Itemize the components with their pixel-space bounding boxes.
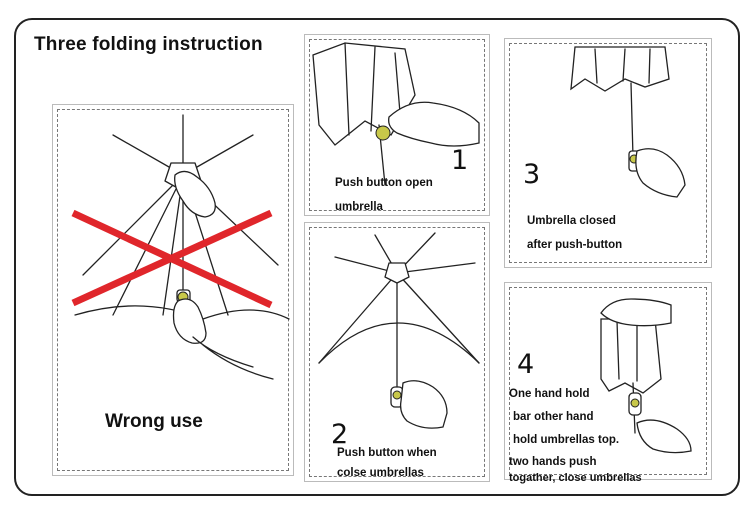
step-4-panel: 4 One hand hold bar other hand hold umbr… — [504, 282, 712, 484]
step-1-caption-line-1: Push button open — [335, 177, 433, 189]
step-3-number: 3 — [523, 159, 541, 190]
hand-icon — [635, 148, 686, 198]
hand-icon — [388, 101, 480, 147]
wrong-use-panel: Wrong use — [52, 104, 294, 476]
step-4-caption-line-5: togather, close umbrellas — [509, 472, 642, 484]
button-icon — [392, 390, 402, 400]
step-4-caption-line-3: hold umbrellas top. — [513, 434, 620, 446]
wrong-cross-icon — [71, 209, 273, 309]
page-title: Three folding instruction — [34, 34, 263, 55]
hand-icon — [172, 298, 207, 344]
step-4-caption-line-4: two hands push — [509, 456, 597, 468]
step-4-caption-line-1: One hand hold — [509, 388, 590, 400]
step-4-illustration — [600, 298, 692, 454]
step-3-caption-line-2: after push-button — [527, 239, 623, 251]
step-2-caption-line-2: colse umbrellas — [337, 467, 424, 479]
wrong-use-illustration — [71, 114, 290, 380]
step-1-illustration — [312, 42, 480, 186]
step-2-number: 2 — [331, 419, 349, 450]
step-1-number: 1 — [451, 145, 469, 176]
step-2-caption-line-1: Push button when — [337, 447, 437, 459]
step-1-panel: 1 Push button open umbrella — [304, 34, 490, 216]
hand-icon — [636, 419, 692, 454]
wrong-use-label: Wrong use — [105, 411, 203, 432]
step-1-caption-line-2: umbrella — [335, 201, 383, 213]
step-2-panel: 2 Push button when colse umbrellas — [304, 222, 490, 482]
step-4-caption-line-2: bar other hand — [513, 411, 594, 423]
hand-icon — [399, 380, 448, 429]
step-3-caption-line-1: Umbrella closed — [527, 215, 616, 227]
button-icon — [630, 398, 640, 408]
step-3-panel: 3 Umbrella closed after push-button — [504, 38, 712, 268]
step-4-number: 4 — [517, 349, 535, 380]
button-icon — [375, 125, 391, 141]
step-2-illustration — [318, 232, 480, 429]
hand-icon — [174, 170, 216, 218]
step-3-illustration — [570, 46, 686, 198]
hand-icon — [600, 298, 672, 327]
